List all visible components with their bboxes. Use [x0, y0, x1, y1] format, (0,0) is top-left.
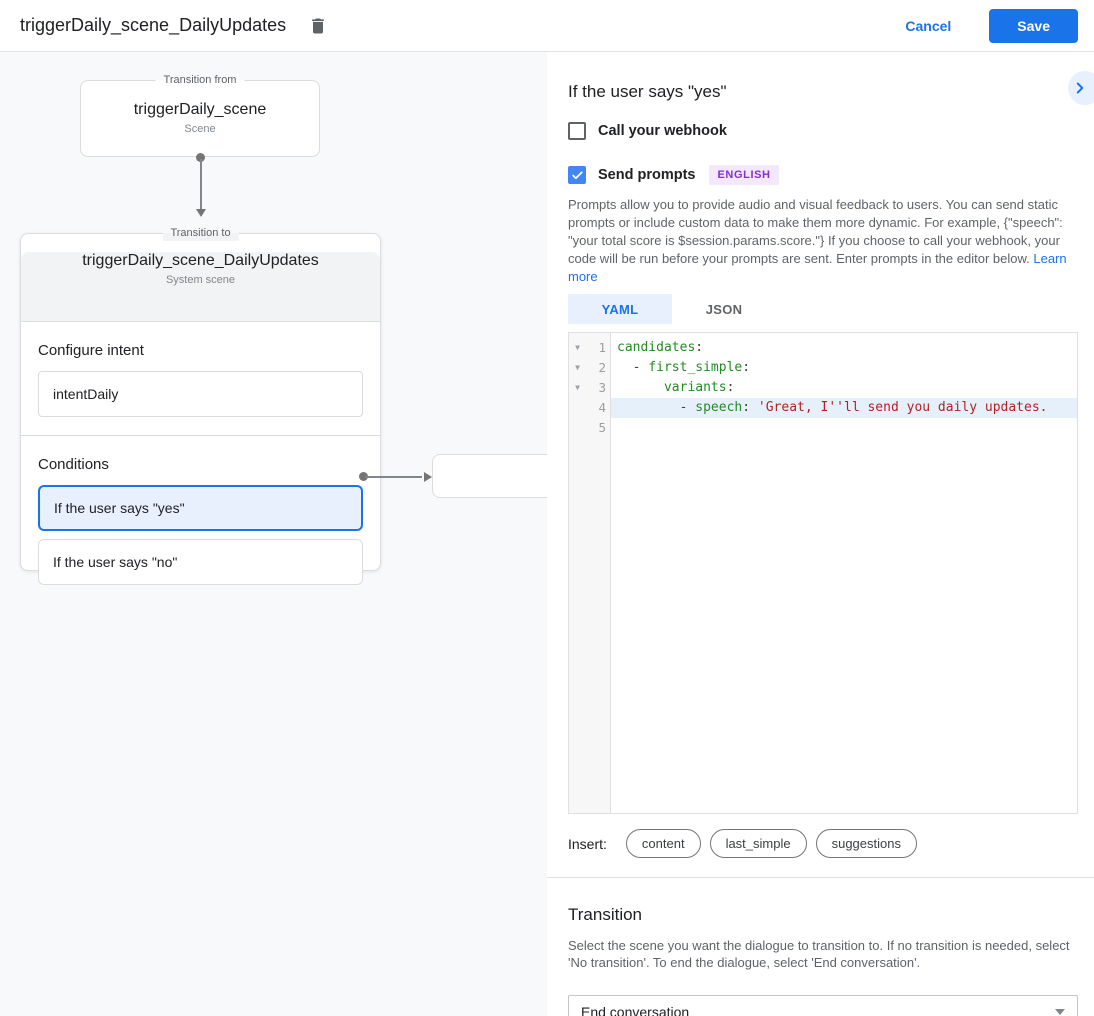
chevron-right-icon — [1071, 79, 1089, 97]
transition-to-legend: Transition to — [162, 225, 239, 241]
scene-card-header: triggerDaily_scene_DailyUpdates System s… — [21, 252, 380, 322]
insert-content-button[interactable]: content — [625, 829, 701, 858]
to-scene-name: triggerDaily_scene_DailyUpdates — [82, 252, 319, 269]
page-title: triggerDaily_scene_DailyUpdates — [20, 15, 287, 35]
from-scene-type: Scene — [184, 123, 216, 135]
yaml-punct: - — [617, 400, 696, 415]
editor-tabs: YAML JSON — [568, 294, 1078, 324]
transition-from-legend: Transition from — [155, 72, 245, 88]
fold-icon[interactable] — [569, 338, 586, 358]
configure-intent-section: Configure intent intentDaily — [21, 322, 380, 435]
transition-heading: Transition — [568, 905, 643, 924]
yaml-punct: - — [617, 360, 649, 375]
trash-icon — [308, 16, 328, 36]
send-prompts-checkbox[interactable] — [568, 166, 586, 184]
fold-icon[interactable] — [569, 378, 586, 398]
configure-intent-label: Configure intent — [38, 342, 144, 359]
caret-down-icon — [1055, 1009, 1065, 1015]
conditions-section: Conditions If the user says "yes" If the… — [21, 436, 380, 603]
webhook-row: Call your webhook — [568, 122, 1078, 140]
code-line-active: 4 - speech: 'Great, I''ll send you daily… — [569, 398, 1077, 418]
connector-line — [365, 475, 422, 478]
code-line: 2 - first_simple: — [569, 358, 1077, 378]
conditions-label: Conditions — [38, 456, 109, 473]
save-button[interactable]: Save — [989, 8, 1078, 43]
intent-item[interactable]: intentDaily — [38, 371, 363, 417]
flow-arrow-right — [359, 471, 432, 482]
delete-scene-button[interactable] — [304, 12, 332, 40]
collapse-panel-button[interactable] — [1068, 71, 1094, 105]
to-scene-type: System scene — [165, 274, 236, 286]
code-line: 1 candidates: — [569, 338, 1077, 358]
language-badge: ENGLISH — [709, 165, 779, 185]
tab-json[interactable]: JSON — [705, 301, 743, 317]
code-text[interactable]: candidates: — [611, 338, 1077, 358]
line-number: 3 — [598, 380, 606, 395]
insert-last-simple-button[interactable]: last_simple — [709, 829, 807, 858]
scene-flow-canvas: Transition from triggerDaily_scene Scene… — [0, 52, 547, 1016]
yaml-punct: : — [695, 340, 704, 355]
check-icon — [571, 169, 584, 182]
line-number: 4 — [598, 400, 606, 415]
code-line: 5 — [569, 418, 1077, 438]
condition-detail-panel: If the user says "yes" Call your webhook… — [547, 52, 1094, 1016]
code-line: 3 variants: — [569, 378, 1077, 398]
connector-line — [199, 159, 202, 209]
line-number: 5 — [598, 420, 606, 435]
condition-item-yes[interactable]: If the user says "yes" — [38, 485, 363, 531]
yaml-key: candidates — [617, 340, 696, 355]
code-text[interactable]: - speech: 'Great, I''ll send you daily u… — [611, 398, 1077, 418]
line-number: 2 — [598, 360, 606, 375]
arrowhead-down-icon — [195, 209, 206, 217]
learn-more-link[interactable]: Learn more — [568, 251, 1067, 284]
code-text[interactable] — [611, 418, 1077, 438]
transition-from-node[interactable]: Transition from triggerDaily_scene Scene — [80, 72, 320, 157]
tab-yaml[interactable]: YAML — [568, 294, 672, 324]
flow-arrow-down — [195, 153, 206, 217]
arrowhead-right-icon — [424, 471, 432, 482]
yaml-key: first_simple — [648, 360, 743, 375]
transition-select[interactable]: End conversation — [568, 995, 1078, 1016]
transition-to-node[interactable]: Transition to triggerDaily_scene_DailyUp… — [20, 225, 381, 585]
yaml-string: 'Great, I''ll send you daily updates. — [757, 400, 1048, 415]
call-webhook-label: Call your webhook — [598, 123, 727, 139]
send-prompts-label: Send prompts — [598, 167, 696, 183]
line-number: 1 — [598, 340, 606, 355]
condition-item-no[interactable]: If the user says "no" — [38, 539, 363, 585]
top-bar: triggerDaily_scene_DailyUpdates Cancel S… — [0, 0, 1094, 52]
yaml-punct — [617, 380, 664, 395]
yaml-punct: : — [742, 400, 758, 415]
send-prompts-row: Send prompts ENGLISH — [568, 165, 1078, 185]
yaml-punct: : — [742, 360, 751, 375]
insert-label: Insert: — [568, 835, 607, 852]
yaml-punct: : — [726, 380, 735, 395]
transition-select-value: End conversation — [581, 1004, 690, 1016]
editor-gutter — [569, 333, 611, 813]
connector-dot — [359, 472, 368, 481]
fold-icon — [569, 418, 586, 438]
code-text[interactable]: - first_simple: — [611, 358, 1077, 378]
prompts-description: Prompts allow you to provide audio and v… — [568, 196, 1078, 286]
fold-icon[interactable] — [569, 358, 586, 378]
connector-dot — [196, 153, 205, 162]
transition-description: Select the scene you want the dialogue t… — [568, 938, 1070, 970]
insert-suggestions-button[interactable]: suggestions — [815, 829, 917, 858]
transition-section: Transition Select the scene you want the… — [547, 877, 1094, 1016]
cancel-button[interactable]: Cancel — [889, 10, 967, 42]
yaml-key: speech — [695, 400, 743, 415]
yaml-key: variants — [663, 380, 727, 395]
panel-title: If the user says "yes" — [568, 82, 727, 101]
from-scene-name: triggerDaily_scene — [133, 101, 267, 118]
condition-target-node[interactable] — [432, 454, 547, 498]
code-text[interactable]: variants: — [611, 378, 1077, 398]
scene-card-divider — [21, 435, 380, 436]
call-webhook-checkbox[interactable] — [568, 122, 586, 140]
yaml-code-editor[interactable]: 1 candidates: 2 - first_simple: 3 varian… — [568, 332, 1078, 814]
fold-icon — [569, 398, 586, 418]
insert-row: Insert: content last_simple suggestions — [568, 829, 1078, 858]
prompts-description-text: Prompts allow you to provide audio and v… — [568, 197, 1063, 266]
